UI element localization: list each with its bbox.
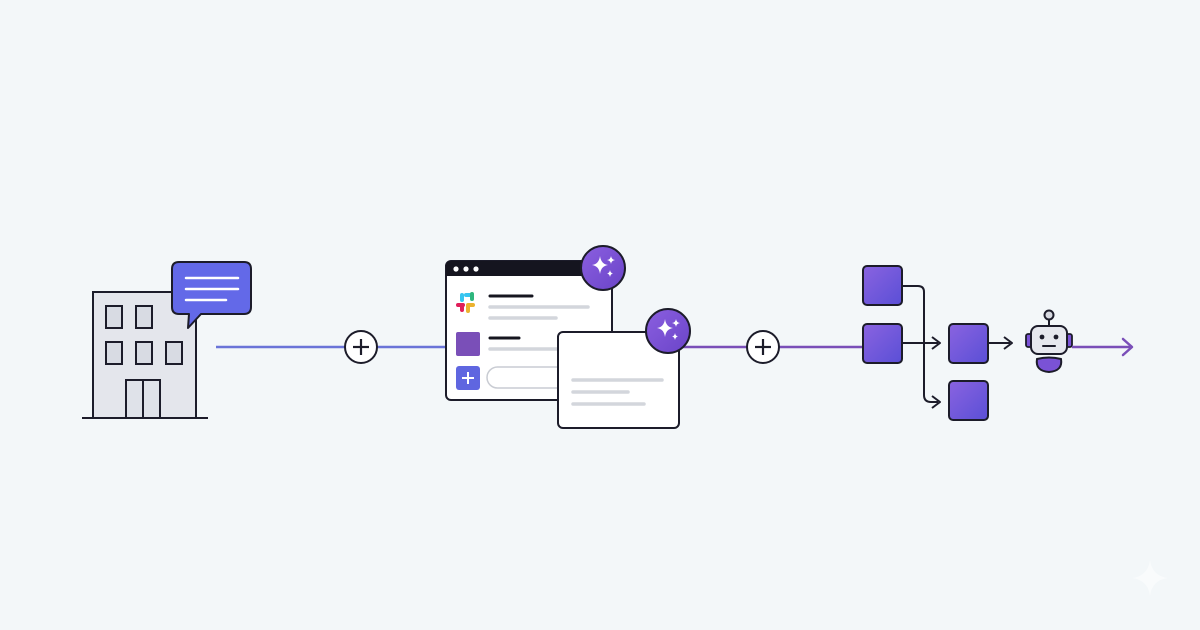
slack-secondary-window xyxy=(557,331,680,429)
chat-bubble-icon xyxy=(171,261,252,329)
slack-logo-icon xyxy=(456,292,475,313)
plus-circle-icon xyxy=(746,330,780,364)
sparkle-badge-bottom xyxy=(645,308,691,354)
workflow-block xyxy=(862,265,903,306)
sparkle-icon xyxy=(592,256,615,277)
sparkle-icon xyxy=(657,319,680,340)
output-arrow xyxy=(1072,337,1134,357)
plus-circle-icon xyxy=(344,330,378,364)
robot-icon xyxy=(1025,309,1073,374)
sparkle-watermark-icon xyxy=(1132,560,1168,596)
workflow-block xyxy=(948,380,989,421)
workflow-block xyxy=(948,323,989,364)
workflow-blocks-icon xyxy=(862,265,1013,421)
building-icon xyxy=(82,291,208,419)
user-avatar xyxy=(456,332,480,356)
sparkle-badge-top xyxy=(580,245,626,291)
add-button[interactable] xyxy=(456,366,480,390)
workflow-block xyxy=(862,323,903,364)
